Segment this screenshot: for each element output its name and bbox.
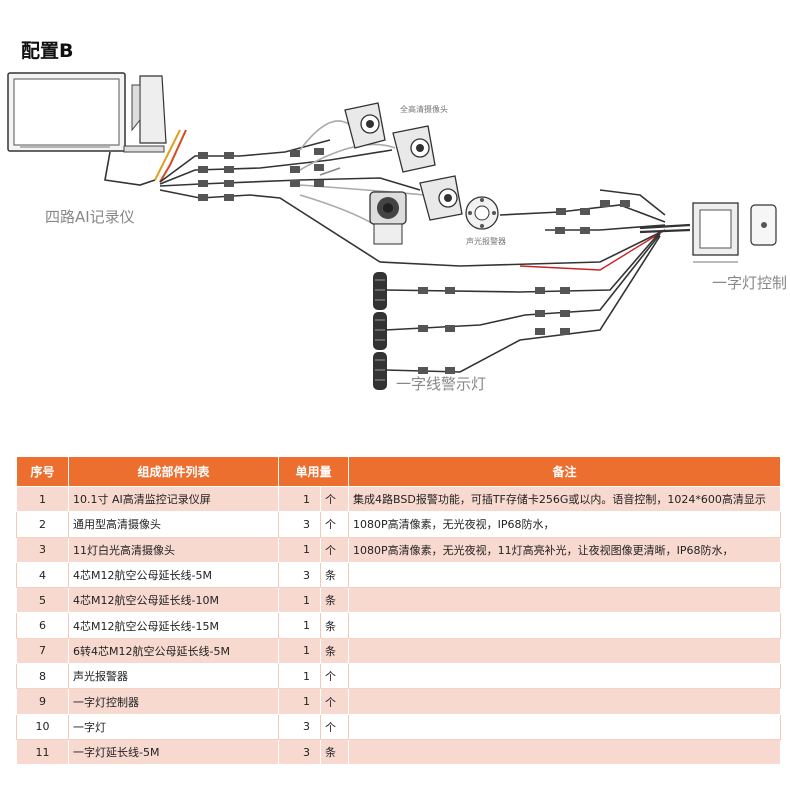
cell-name: 通用型高清摄像头 [68,511,279,538]
cell-note [348,587,782,614]
cell-unit: 个 [319,688,350,715]
controller-icon [692,202,777,263]
header-note: 备注 [348,456,782,487]
page-title: 配置B [21,40,74,62]
controller-label: 一字灯控制 [712,274,787,292]
cell-note [348,739,782,766]
cell-unit: 个 [319,486,350,513]
cell-unit: 条 [319,562,350,589]
cell-name: 4芯M12航空公母延长线-15M [68,612,279,639]
recorder-label: 四路AI记录仪 [45,208,135,226]
cell-qty: 3 [278,714,321,740]
camera-label: 全高清摄像头 [400,104,448,114]
cell-note: 1080P高清像素，无光夜视，11灯高亮补光，让夜视图像更清晰，IP68防水， [348,537,782,563]
cell-no: 2 [16,511,69,538]
lamp-icon [373,352,387,390]
camera-icon [392,125,436,173]
lamp-icon [373,312,387,350]
cell-no: 11 [16,739,69,766]
cell-no: 9 [16,688,69,715]
cell-no: 10 [16,714,69,740]
cell-name: 11灯白光高清摄像头 [68,537,279,563]
cell-name: 一字灯 [68,714,279,740]
header-name: 组成部件列表 [68,456,279,487]
cell-qty: 1 [278,688,321,715]
cell-no: 1 [16,486,69,513]
cell-unit: 个 [319,537,350,563]
camera-icon [419,175,463,221]
table-header-row: 序号 组成部件列表 单用量 备注 [16,456,782,487]
camera-icon [344,102,386,149]
cell-qty: 3 [278,511,321,538]
header-qty: 单用量 [277,456,350,487]
cell-unit: 个 [319,511,350,538]
cell-qty: 3 [278,562,321,589]
cell-note: 集成4路BSD报警功能，可插TF存储卡256G或以内。语音控制，1024*600… [348,486,782,513]
cell-unit: 条 [319,587,350,614]
cell-unit: 条 [319,739,350,766]
cell-note [348,688,782,715]
header-no: 序号 [16,456,69,487]
cell-note [348,638,782,665]
cell-name: 10.1寸 AI高清监控记录仪屏 [68,486,279,513]
cell-qty: 3 [278,739,321,766]
cell-note [348,663,782,690]
cell-unit: 条 [319,612,350,639]
cell-unit: 个 [319,714,350,740]
cell-note: 1080P高清像素，无光夜视，IP68防水， [348,511,782,538]
cell-qty: 1 [278,638,321,665]
cell-qty: 1 [278,486,321,513]
cell-qty: 1 [278,537,321,563]
cell-no: 3 [16,537,69,563]
cell-name: 6转4芯M12航空公母延长线-5M [68,638,279,665]
cell-qty: 1 [278,663,321,690]
cell-name: 4芯M12航空公母延长线-5M [68,562,279,589]
cell-qty: 1 [278,587,321,614]
cell-unit: 个 [319,663,350,690]
camera-icon [369,191,407,245]
lamp-label: 一字线警示灯 [396,375,486,393]
cell-no: 5 [16,587,69,614]
cell-name: 4芯M12航空公母延长线-10M [68,587,279,614]
alarm-icon [465,196,499,230]
lamp-icon [373,272,387,310]
monitor-icon [7,72,167,153]
cell-note [348,562,782,589]
connector-icons [198,148,630,374]
alarm-label: 声光报警器 [466,236,506,246]
cell-note [348,714,782,740]
cell-no: 8 [16,663,69,690]
cell-unit: 条 [319,638,350,665]
cell-note [348,612,782,639]
cell-no: 4 [16,562,69,589]
cell-name: 一字灯延长线-5M [68,739,279,766]
cell-name: 声光报警器 [68,663,279,690]
cell-no: 7 [16,638,69,665]
wiring-diagram: 四路AI记录仪 全高清摄像头 声光报警器 一字灯控制 一字线警示灯 [7,72,787,393]
cell-qty: 1 [278,612,321,639]
wiring-lines [104,120,691,373]
cell-no: 6 [16,612,69,639]
cell-name: 一字灯控制器 [68,688,279,715]
